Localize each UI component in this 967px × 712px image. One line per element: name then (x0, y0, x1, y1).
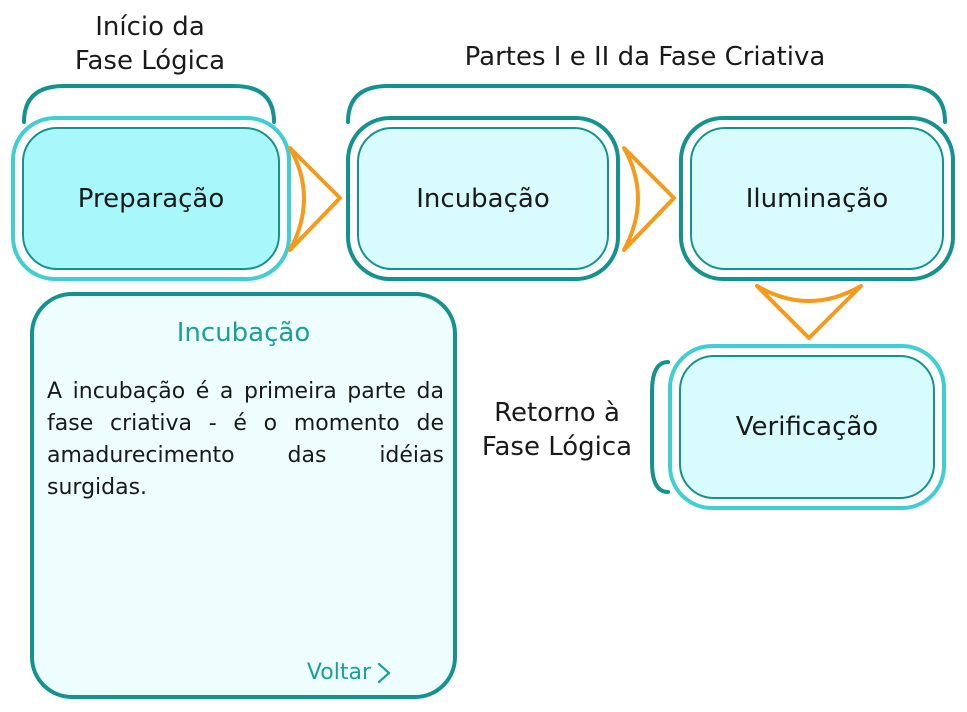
iluminacao-box-inner (690, 127, 944, 270)
caption-start-logical-text: Início da Fase Lógica (74, 12, 226, 76)
info-panel-text: A incubação é a primeira parte da fase c… (47, 379, 444, 500)
caption-creative-parts-text: Partes I e II da Fase Criativa (464, 42, 826, 72)
arrow-incubacao-iluminacao (622, 146, 676, 252)
arrow-preparacao-incubacao (288, 146, 342, 252)
stage-incubacao-label: Incubação (416, 183, 550, 214)
bracket-start-logical (22, 84, 276, 124)
stage-iluminacao[interactable]: Iluminação (691, 128, 943, 269)
back-button-label: Voltar (306, 660, 371, 685)
caption-creative-parts: Partes I e II da Fase Criativa (400, 40, 890, 74)
stage-verificacao[interactable]: Verificação (680, 356, 934, 498)
info-panel-title: Incubação (176, 318, 311, 348)
arrow-iluminacao-verificacao (755, 284, 863, 340)
stage-incubacao[interactable]: Incubação (358, 128, 608, 269)
incubacao-box-inner (357, 127, 609, 270)
caption-start-logical: Início da Fase Lógica (35, 10, 265, 78)
caption-return-logical: Retorno à Fase Lógica (468, 396, 646, 464)
stage-preparacao[interactable]: Preparação (23, 128, 279, 269)
caption-return-logical-text: Retorno à Fase Lógica (481, 398, 633, 462)
bracket-creative-parts (346, 84, 947, 124)
stage-verificacao-label: Verificação (735, 412, 879, 442)
verificacao-box-inner (679, 355, 935, 499)
bracket-return-logical (650, 360, 670, 494)
stage-iluminacao-label: Iluminação (745, 183, 889, 214)
chevron-right-icon (377, 662, 391, 683)
preparacao-box-inner (22, 127, 280, 270)
stage-preparacao-label: Preparação (77, 183, 225, 214)
info-panel: Incubação A incubação é a primeira parte… (30, 292, 457, 699)
back-button[interactable]: Voltar (307, 660, 391, 685)
